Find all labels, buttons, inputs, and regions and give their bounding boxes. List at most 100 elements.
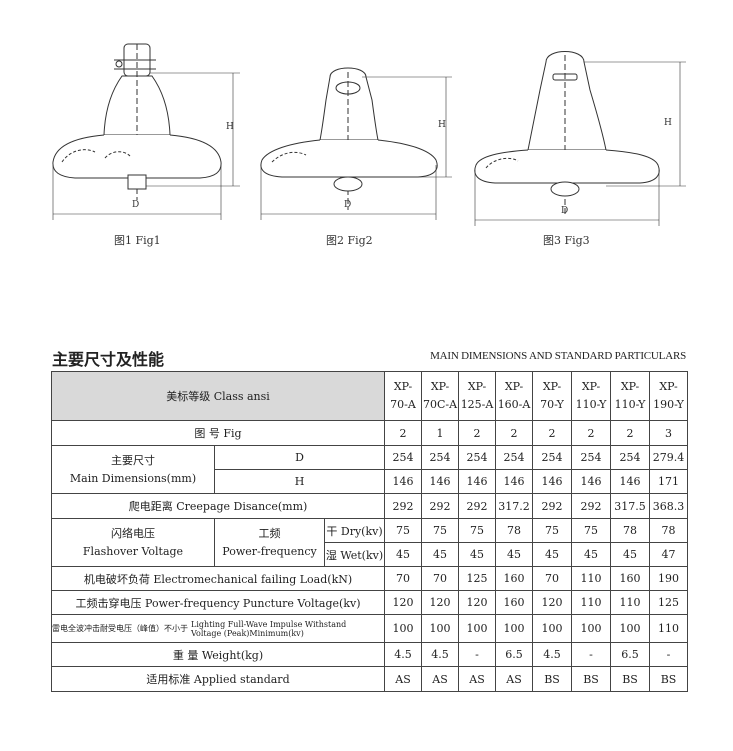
table-cell: 120	[421, 590, 460, 615]
fig-label: 图 号 Fig	[50, 420, 386, 446]
table-row-weight: 重 量 Weight(kg) 4.5 4.5 - 6.5 4.5 - 6.5 -	[50, 642, 689, 667]
table-cell: BS	[610, 666, 651, 692]
model-cell: XP-125-A	[458, 371, 497, 421]
table-cell: 160	[495, 590, 534, 615]
class-ansi-label: 美标等级 Class ansi	[50, 371, 386, 421]
table-cell: 3	[649, 420, 689, 446]
table-cell: 120	[458, 590, 497, 615]
table-cell: 45	[421, 542, 460, 567]
table-cell: 75	[458, 518, 497, 543]
table-row-fig: 图 号 Fig 2 1 2 2 2 2 2 3	[50, 420, 689, 446]
table-cell: 45	[610, 542, 651, 567]
lightning-label: 雷电全波冲击耐受电压（峰值）不小于 Lighting Full-Wave Imp…	[50, 614, 386, 643]
table-cell: 110	[649, 614, 689, 643]
table-cell: 47	[649, 542, 689, 567]
creepage-label: 爬电距离 Creepage Disance(mm)	[50, 493, 386, 519]
table-cell: 78	[495, 518, 534, 543]
table-cell: 75	[421, 518, 460, 543]
section-title-cn: 主要尺寸及性能	[52, 350, 165, 369]
table-cell: 120	[384, 590, 423, 615]
table-cell: 100	[571, 614, 612, 643]
table-cell: 292	[571, 493, 612, 519]
table-row-emload: 机电破坏负荷 Electromechanical failing Load(kN…	[50, 566, 689, 591]
table-cell: 160	[495, 566, 534, 591]
table-cell: 190	[649, 566, 689, 591]
emload-label: 机电破坏负荷 Electromechanical failing Load(kN…	[50, 566, 386, 591]
table-cell: 100	[495, 614, 534, 643]
table-cell: 146	[421, 469, 460, 494]
fig2-h-label: H	[438, 120, 446, 130]
table-cell: 292	[532, 493, 573, 519]
spec-table: 美标等级 Class ansi XP-70-A XP-70C-A XP-125-…	[50, 371, 689, 692]
table-cell: 100	[610, 614, 651, 643]
table-cell: 125	[649, 590, 689, 615]
table-cell: 45	[384, 542, 423, 567]
table-cell: 45	[571, 542, 612, 567]
fig2-drawing	[260, 67, 452, 220]
table-cell: 110	[571, 590, 612, 615]
table-cell: 78	[649, 518, 689, 543]
table-cell: BS	[649, 666, 689, 692]
table-cell: 110	[571, 566, 612, 591]
fig2-caption: 图2 Fig2	[326, 234, 373, 247]
table-cell: -	[571, 642, 612, 667]
table-cell: 100	[384, 614, 423, 643]
table-cell: 70	[384, 566, 423, 591]
table-cell: -	[458, 642, 497, 667]
model-cell: XP-190-Y	[649, 371, 689, 421]
table-cell: 146	[458, 469, 497, 494]
table-cell: 254	[421, 445, 460, 470]
table-cell: 2	[384, 420, 423, 446]
table-row-wet: 湿 Wet(kv) 45 45 45 45 45 45 45 47	[52, 542, 689, 567]
table-row-class: 美标等级 Class ansi XP-70-A XP-70C-A XP-125-…	[50, 371, 689, 421]
table-cell: 6.5	[610, 642, 651, 667]
table-cell: 292	[458, 493, 497, 519]
model-cell: XP-110-Y	[610, 371, 651, 421]
table-cell: 2	[495, 420, 534, 446]
standard-label: 适用标准 Applied standard	[50, 666, 386, 692]
fig1-h-label: H	[226, 122, 234, 132]
table-cell: 254	[610, 445, 651, 470]
figures-area: D H D H D H 图1 Fig1 图2 Fig2 图3 Fig3	[0, 0, 733, 260]
table-cell: 292	[421, 493, 460, 519]
table-cell: 368.3	[649, 493, 689, 519]
fig1-caption: 图1 Fig1	[114, 234, 161, 247]
table-row-creepage: 爬电距离 Creepage Disance(mm) 292 292 292 31…	[50, 493, 689, 519]
table-row-puncture: 工频击穿电压 Power-frequency Puncture Voltage(…	[50, 590, 689, 615]
model-cell: XP-70C-A	[421, 371, 460, 421]
table-row-lightning: 雷电全波冲击耐受电压（峰值）不小于 Lighting Full-Wave Imp…	[50, 614, 689, 643]
table-cell: 45	[532, 542, 573, 567]
table-cell: 317.2	[495, 493, 534, 519]
table-cell: AS	[384, 666, 423, 692]
table-cell: 146	[571, 469, 612, 494]
model-cell: XP-160-A	[495, 371, 534, 421]
table-cell: 4.5	[532, 642, 573, 667]
table-cell: -	[649, 642, 689, 667]
model-cell: XP-70-Y	[532, 371, 573, 421]
table-cell: 146	[610, 469, 651, 494]
fig3-d-label: D	[561, 206, 569, 216]
table-row-standard: 适用标准 Applied standard AS AS AS AS BS BS …	[50, 666, 689, 692]
table-cell: 1	[421, 420, 460, 446]
fig2-d-label: D	[344, 200, 352, 210]
table-cell: 4.5	[384, 642, 423, 667]
table-cell: 75	[384, 518, 423, 543]
table-cell: 70	[532, 566, 573, 591]
table-cell: 4.5	[421, 642, 460, 667]
puncture-label: 工频击穿电压 Power-frequency Puncture Voltage(…	[50, 590, 386, 615]
table-cell: 146	[384, 469, 423, 494]
table-cell: 6.5	[495, 642, 534, 667]
d-label: D	[213, 445, 386, 470]
table-cell: 45	[495, 542, 534, 567]
table-cell: 254	[384, 445, 423, 470]
table-cell: 45	[458, 542, 497, 567]
wet-label: 湿 Wet(kv)	[323, 542, 386, 567]
table-cell: 160	[610, 566, 651, 591]
table-cell: 75	[532, 518, 573, 543]
table-cell: AS	[495, 666, 534, 692]
table-cell: 2	[610, 420, 651, 446]
